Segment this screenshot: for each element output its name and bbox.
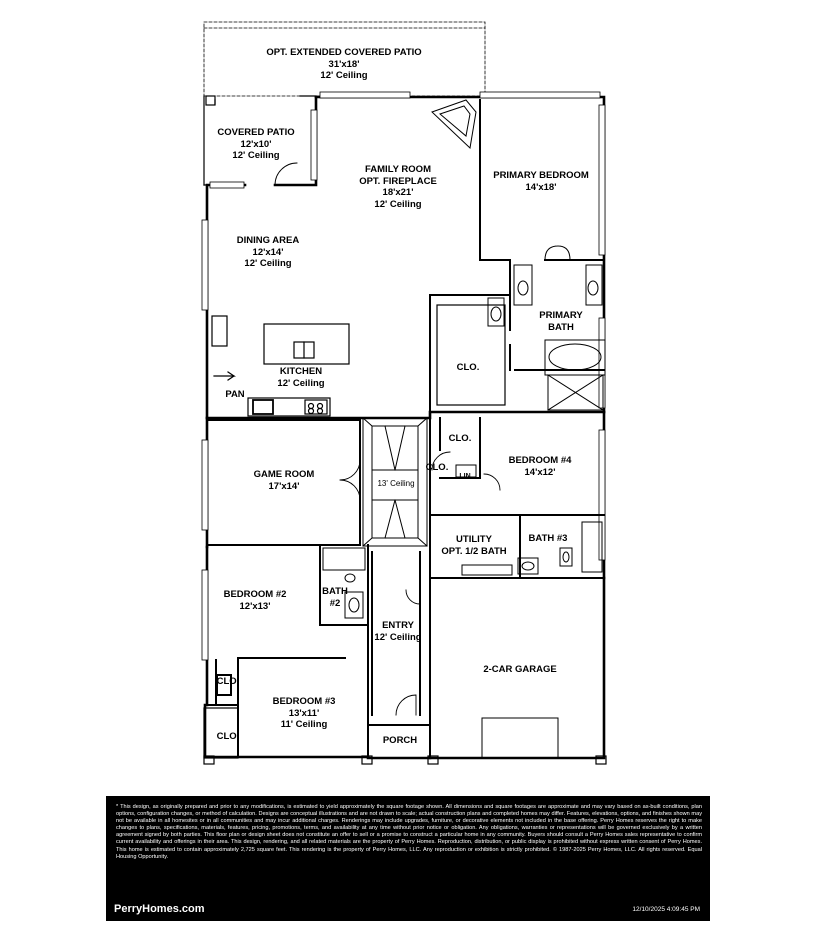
bedroom4-name: BEDROOM #4 [508, 455, 572, 466]
dining-area-size: 12'x14' [252, 246, 284, 258]
bedroom2-size: 12'x13' [239, 600, 271, 612]
bedroom4-label: BEDROOM #4 14'x12' [509, 455, 572, 478]
family-room-ceiling: 12' Ceiling [374, 198, 422, 210]
pantry-label: PAN [225, 389, 245, 400]
linen-label: LIN. [459, 473, 473, 480]
dining-area-label: DINING AREA 12'x14' 12' Ceiling [237, 235, 299, 270]
primary-closet-shelf [436, 304, 506, 406]
bedroom2-label: BEDROOM #2 12'x13' [224, 589, 287, 612]
hall-ceiling-detail [362, 417, 428, 547]
bath2-label: BATH #2 [322, 586, 348, 609]
primary-bedroom-name: PRIMARY BEDROOM [493, 170, 589, 181]
hall-ceiling-label: 13' Ceiling [377, 479, 415, 488]
family-room-name: FAMILY ROOM [365, 164, 431, 175]
bedroom3-label: BEDROOM #3 13'x11' 11' Ceiling [273, 696, 336, 731]
utility-label: UTILITY OPT. 1/2 BATH [441, 534, 506, 557]
closet-upper-label: CLO. [448, 433, 472, 444]
game-room-size: 17'x14' [268, 480, 300, 492]
bedroom3-size: 13'x11' [288, 707, 320, 719]
posts [203, 674, 607, 765]
porch-label: PORCH [382, 735, 418, 746]
garage-label: 2-CAR GARAGE [483, 664, 557, 675]
dining-area-name: DINING AREA [236, 235, 300, 246]
bedroom3-ceiling: 11' Ceiling [280, 719, 328, 730]
utility-option: OPT. 1/2 BATH [441, 545, 507, 557]
extended-patio-label: OPT. EXTENDED COVERED PATIO 31'x18' 12' … [266, 47, 421, 82]
family-room-label: FAMILY ROOM OPT. FIREPLACE 18'x21' 12' C… [359, 164, 437, 210]
primary-bedroom-label: PRIMARY BEDROOM 14'x18' [493, 170, 589, 193]
entry-ceiling: 12' Ceiling [374, 631, 422, 643]
bath2-line1: BATH [322, 586, 348, 597]
covered-patio-name: COVERED PATIO [217, 127, 295, 138]
primary-bath-line1: PRIMARY [539, 310, 583, 321]
utility-name: UTILITY [456, 534, 492, 545]
bath3-fixtures [455, 464, 603, 576]
kitchen-ceiling: 12' Ceiling [277, 377, 325, 389]
disclaimer-box: * This design, as originally prepared an… [106, 796, 710, 921]
kitchen-name: KITCHEN [279, 366, 323, 377]
bath2-line2: #2 [329, 597, 341, 609]
primary-bath-fixtures [487, 245, 606, 411]
disclaimer-text: * This design, as originally prepared an… [116, 804, 702, 860]
windows [201, 91, 606, 661]
covered-patio-ceiling: 12' Ceiling [232, 150, 280, 161]
timestamp: 12/10/2025 4:09:45 PM [632, 906, 700, 913]
bedroom3-name: BEDROOM #3 [272, 696, 336, 707]
closet-lower-label: CLO. [425, 462, 449, 473]
game-room-label: GAME ROOM 17'x14' [254, 469, 315, 492]
bedroom4-size: 14'x12' [524, 466, 556, 478]
covered-patio-size: 12'x10' [240, 138, 272, 150]
extended-patio-ceiling: 12' Ceiling [320, 70, 368, 81]
bedroom2-name: BEDROOM #2 [223, 589, 287, 600]
bedroom2-closet-label: CLO. [216, 676, 240, 687]
bath2-fixtures [322, 547, 366, 619]
extended-patio-size: 31'x18' [328, 58, 360, 70]
bath3-label: BATH #3 [528, 533, 568, 544]
entry-label: ENTRY 12' Ceiling [374, 620, 421, 643]
primary-bedroom-size: 14'x18' [525, 181, 557, 193]
brand-link[interactable]: PerryHomes.com [114, 903, 205, 915]
entry-name: ENTRY [382, 620, 414, 631]
bedroom3-closet-label: CLO. [216, 731, 240, 742]
game-room-name: GAME ROOM [253, 469, 315, 480]
kitchen-fixtures [211, 315, 350, 417]
fireplace [431, 99, 477, 150]
kitchen-label: KITCHEN 12' Ceiling [277, 366, 324, 389]
primary-bath-label: PRIMARY BATH [539, 310, 582, 333]
family-room-option: OPT. FIREPLACE [359, 175, 437, 187]
covered-patio-label: COVERED PATIO 12'x10' 12' Ceiling [217, 127, 294, 162]
family-room-size: 18'x21' [382, 187, 414, 198]
dining-area-ceiling: 12' Ceiling [244, 258, 292, 269]
primary-closet-label: CLO. [456, 362, 480, 373]
door-swings [274, 162, 501, 716]
primary-bath-line2: BATH [548, 321, 574, 333]
extended-patio-name: OPT. EXTENDED COVERED PATIO [266, 47, 422, 58]
